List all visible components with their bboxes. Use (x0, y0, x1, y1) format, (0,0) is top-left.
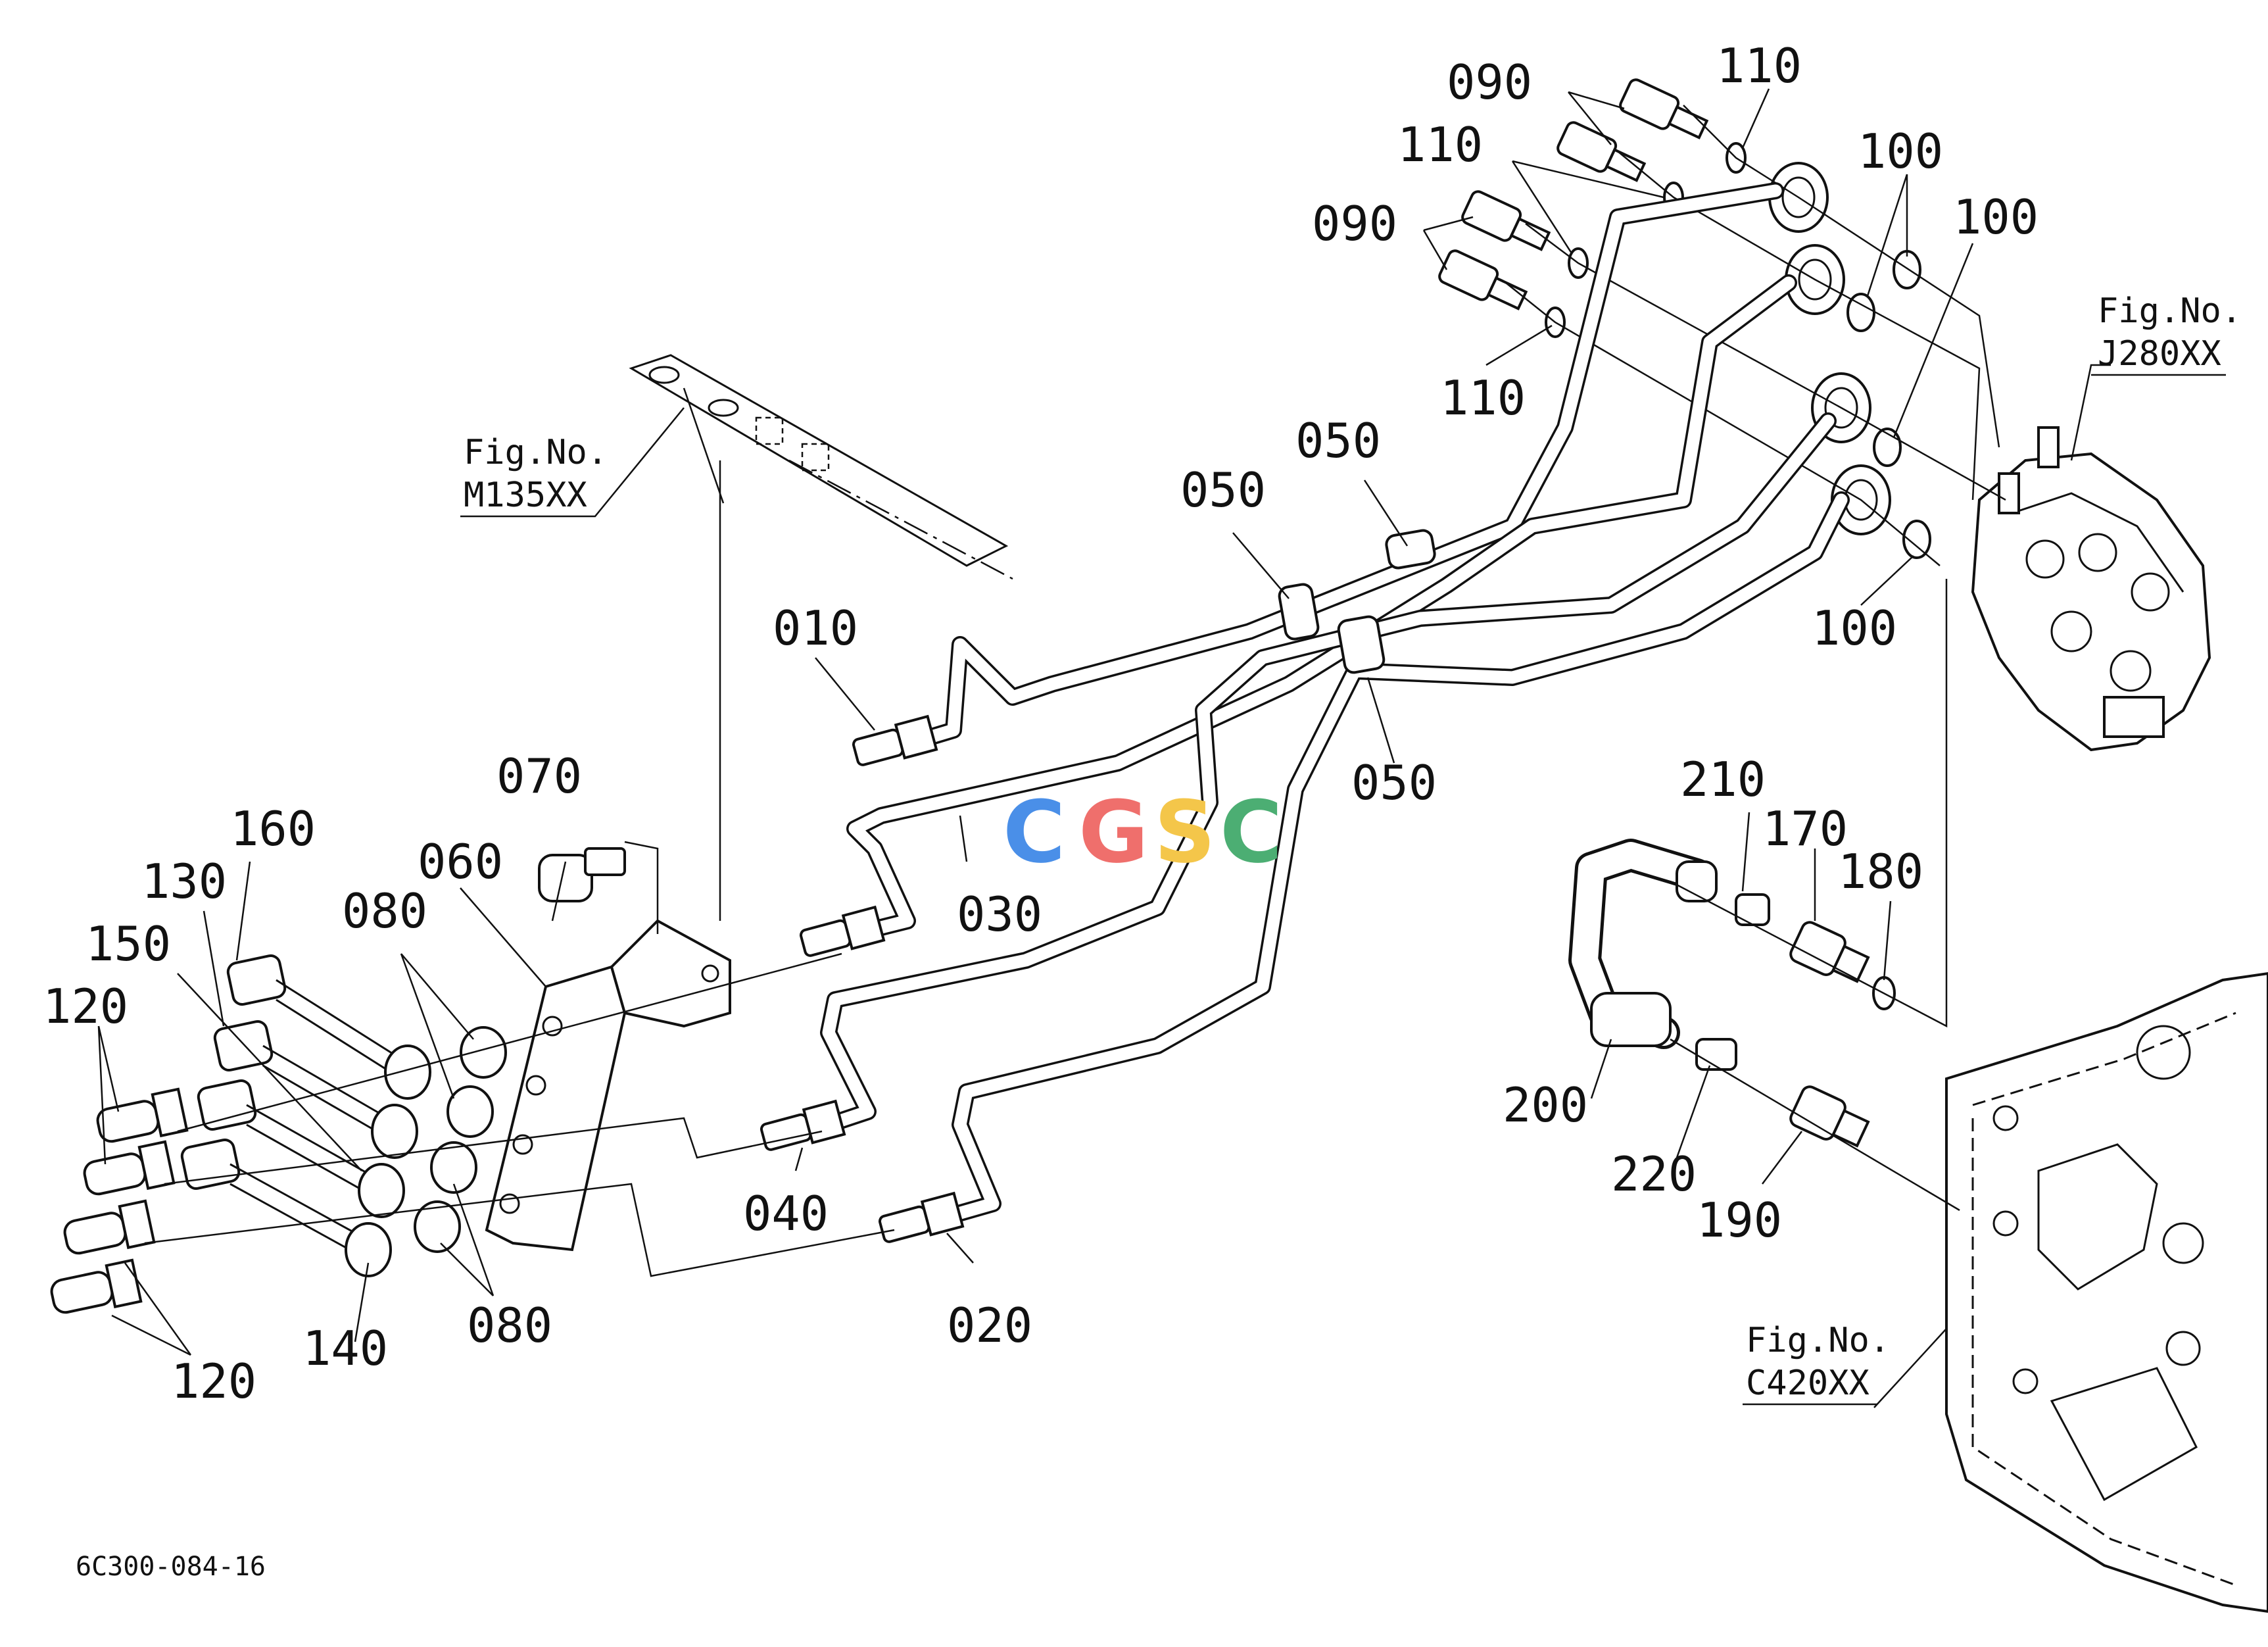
callout-200: 200 (1503, 1077, 1588, 1133)
fig-ref-c420-label: Fig.No. (1746, 1321, 1890, 1360)
callout-140: 140 (302, 1321, 388, 1376)
callout-030: 030 (957, 887, 1042, 942)
drawing-code: 6C300-084-16 (76, 1552, 266, 1582)
callout-120: 120 (171, 1354, 256, 1409)
fig-ref-j280-code: J280XX (2098, 334, 2221, 374)
callout-080: 080 (342, 883, 427, 939)
callout-050: 050 (1295, 413, 1381, 468)
bolt-070 (538, 841, 659, 934)
callout-120: 120 (43, 979, 128, 1034)
coupler-group (50, 952, 895, 1314)
callout-100: 100 (1812, 601, 1897, 656)
hydraulic-pipes (760, 182, 1850, 1243)
callout-180: 180 (1838, 844, 1923, 899)
fig-ref-m135-label: Fig.No. (464, 433, 608, 472)
fig-ref-c420-code: C420XX (1746, 1364, 1870, 1403)
transmission-case-c420 (1945, 971, 2268, 1613)
reference-bracket-m135 (629, 354, 1013, 921)
callout-170: 170 (1762, 801, 1848, 856)
callout-050: 050 (1180, 462, 1266, 518)
watermark-letter: G (1078, 782, 1149, 882)
watermark-letter: S (1154, 782, 1216, 882)
callouts: 090 110 110 090 110 100 100 100 050 050 … (43, 38, 2039, 1409)
callout-050: 050 (1351, 755, 1437, 810)
callout-150: 150 (85, 916, 171, 971)
callout-010: 010 (773, 601, 858, 656)
callout-110: 110 (1397, 117, 1483, 172)
callout-090: 090 (1447, 55, 1532, 110)
fig-ref-j280-label: Fig.No. (2098, 291, 2242, 331)
leader-lines (97, 88, 2111, 1408)
callout-130: 130 (141, 854, 227, 909)
callout-110: 110 (1716, 38, 1802, 93)
watermark: C G S C (1003, 782, 1282, 882)
callout-190: 190 (1697, 1192, 1782, 1248)
callout-060: 060 (418, 834, 503, 889)
fig-ref-m135-code: M135XX (464, 476, 587, 515)
callout-210: 210 (1680, 752, 1766, 807)
mounting-bracket-060 (485, 919, 731, 1252)
watermark-letter: C (1003, 782, 1065, 882)
callout-100: 100 (1858, 124, 1943, 179)
callout-090: 090 (1312, 196, 1397, 251)
callout-100: 100 (1953, 189, 2039, 245)
control-valve-j280 (1971, 426, 2211, 752)
callout-160: 160 (230, 801, 316, 856)
callout-020: 020 (947, 1298, 1032, 1353)
watermark-letter: C (1220, 782, 1282, 882)
figure-references: Fig.No. M135XX Fig.No. J280XX Fig.No. C4… (460, 291, 2242, 1406)
callout-220: 220 (1611, 1146, 1697, 1202)
callout-110: 110 (1440, 370, 1526, 426)
callout-080: 080 (467, 1298, 552, 1353)
return-hose-group (1568, 579, 1960, 1212)
callout-040: 040 (743, 1186, 829, 1241)
banjo-fittings-group (1438, 78, 2006, 566)
callout-070: 070 (496, 749, 582, 804)
